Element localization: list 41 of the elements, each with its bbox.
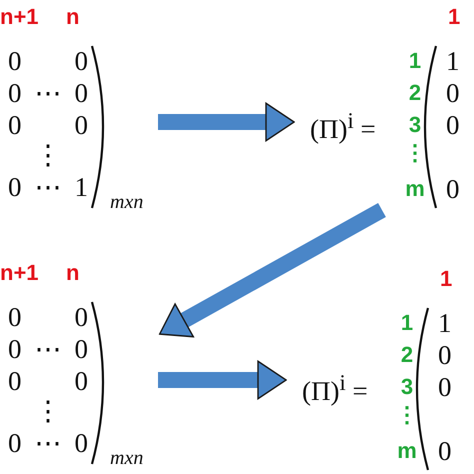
column-label: n <box>66 262 80 284</box>
equation-label: (Π)$^{i}$ = <box>310 110 376 143</box>
row-label: m <box>396 440 418 462</box>
column-label: n <box>66 6 80 28</box>
matrix-row: 0 ⋯ 0 <box>8 80 88 107</box>
matrix-entry: 0 <box>446 176 460 203</box>
row-label: 1 <box>400 312 414 334</box>
matrix-row-text: ⋮ <box>34 142 62 169</box>
matrix-row-text: ⋮ <box>34 398 62 425</box>
arrow <box>158 102 295 142</box>
matrix-entry: 0 <box>438 438 452 465</box>
dimension-subscript: mxn <box>110 448 144 468</box>
matrix-entry: 1 <box>438 310 452 337</box>
row-label: 3 <box>408 114 422 136</box>
dimension-subscript: mxn <box>110 192 144 212</box>
matrix-row: 0 ⋯ 0 <box>8 336 88 363</box>
row-label: 3 <box>400 376 414 398</box>
matrix-entry: 0 <box>438 374 452 401</box>
row-label: ⋮ <box>404 142 426 164</box>
matrix-entry: 0 <box>446 80 460 107</box>
equation-label: (Π)$^{i}$ = <box>302 372 368 405</box>
matrix-row: 0 0 <box>8 48 88 75</box>
row-label: 1 <box>408 50 422 72</box>
column-label: 1 <box>448 6 460 28</box>
row-label: ⋮ <box>396 404 418 426</box>
matrix-entry: 0 <box>438 342 452 369</box>
arrow <box>158 360 287 400</box>
row-label: m <box>404 178 426 200</box>
row-label: 2 <box>408 82 422 104</box>
matrix-row: 0 ⋯ 0 <box>8 430 88 457</box>
row-label: 2 <box>400 344 414 366</box>
matrix-entry: 1 <box>446 48 460 75</box>
column-label: n+1 <box>0 262 39 284</box>
matrix-entry: 0 <box>446 112 460 139</box>
arrow <box>158 203 386 338</box>
matrix-row: 0 0 <box>8 304 88 331</box>
column-label: n+1 <box>0 6 39 28</box>
column-label: 1 <box>440 268 452 290</box>
matrix-row: 0 0 <box>8 112 88 139</box>
matrix-row: 0 ⋯ 1 <box>8 174 88 201</box>
matrix-row: 0 0 <box>8 368 88 395</box>
